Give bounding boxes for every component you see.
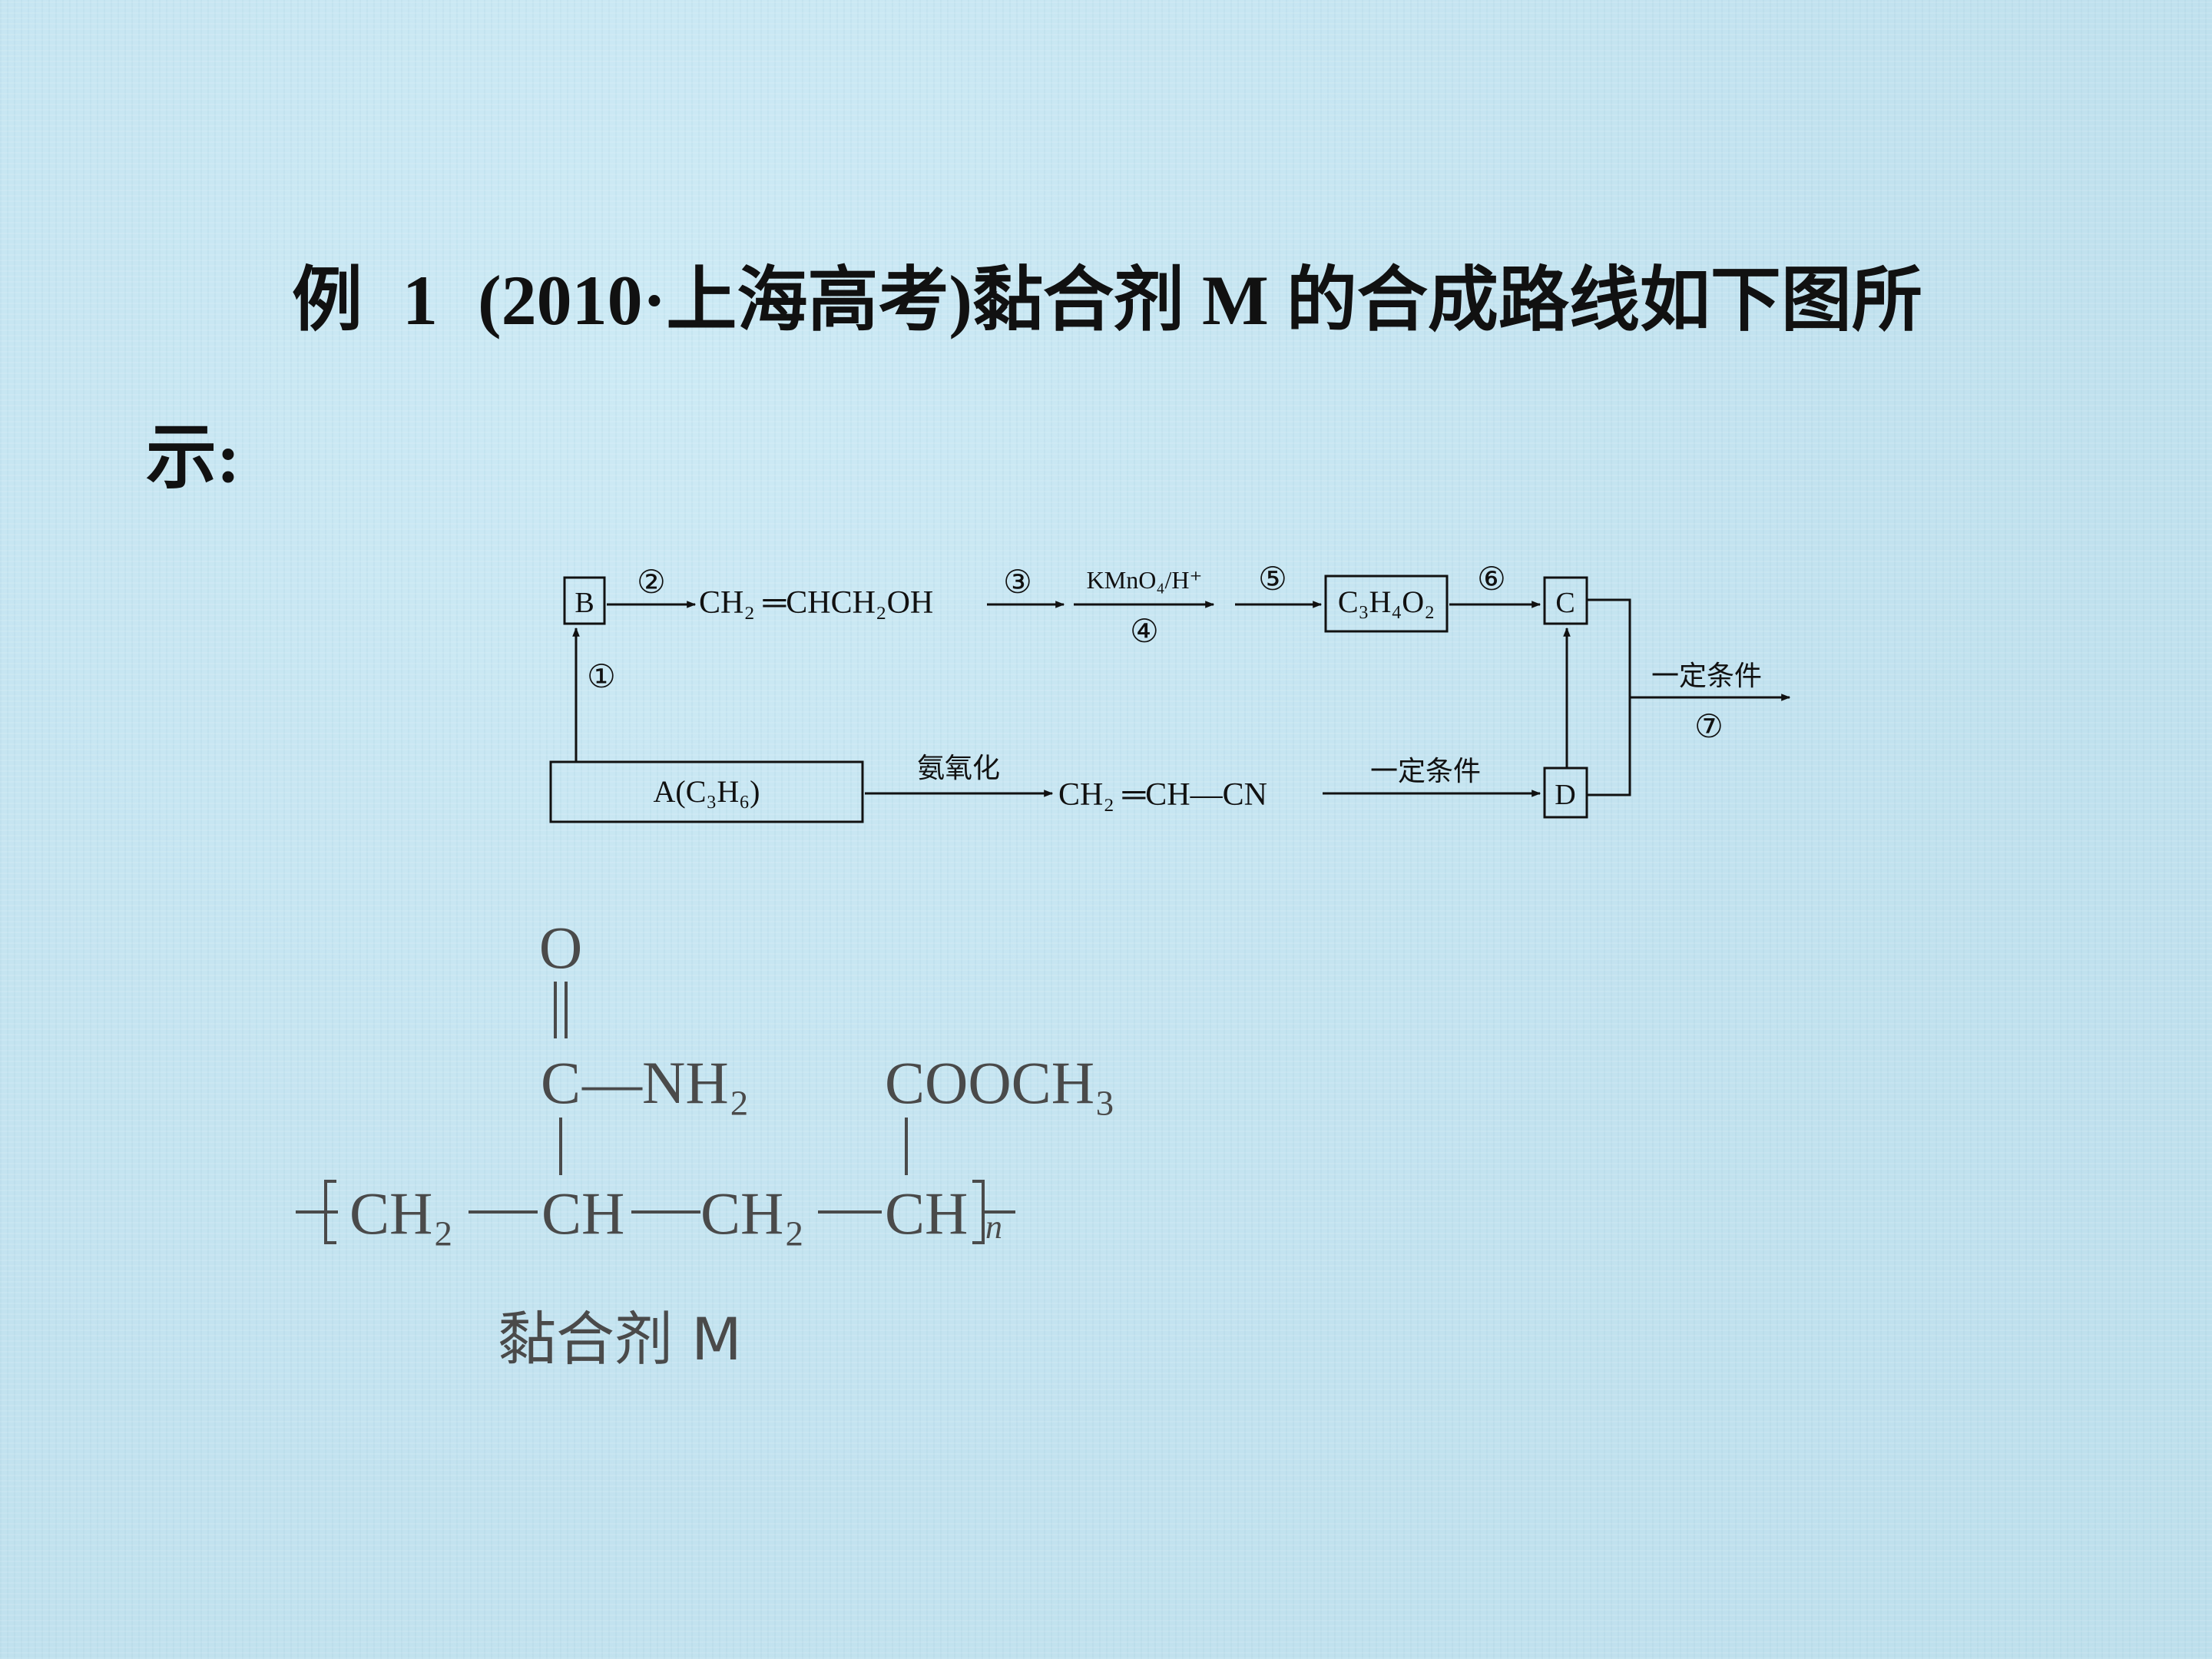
box-c3h4o2-label: C₃H₄O₂ xyxy=(1338,584,1435,619)
polymer-structure: O C —NH₂ COOCH₃ CH₂ CH CH₂ CH n 黏合剂 M xyxy=(296,914,1115,1373)
ester-group: COOCH₃ xyxy=(885,1049,1115,1116)
box-b-label: B xyxy=(575,587,594,619)
reagent-kmno4: KMnO₄/H⁺ xyxy=(1087,566,1203,594)
step-5-number: ⑤ xyxy=(1258,560,1287,598)
box-a xyxy=(549,760,864,823)
step-6-number: ⑥ xyxy=(1477,560,1506,598)
condition-final: 一定条件 xyxy=(1651,661,1762,692)
question-text-line1: 黏合剂 M 的合成路线如下图所 xyxy=(972,261,1922,339)
box-d-label: D xyxy=(1555,779,1575,811)
chain-ch-b: CH xyxy=(885,1180,968,1247)
repeat-bracket-left xyxy=(324,1180,336,1244)
question-text-line2: 示: xyxy=(146,419,240,497)
step-7-number: ⑦ xyxy=(1694,707,1724,745)
step-3-number: ③ xyxy=(1003,563,1032,601)
step-2-number: ② xyxy=(637,563,666,601)
repeat-bracket-right xyxy=(972,1180,985,1244)
repeat-n: n xyxy=(985,1208,1002,1246)
box-c-label: C xyxy=(1555,587,1575,619)
question-label: 例 xyxy=(292,261,363,339)
reaction-scheme xyxy=(549,575,1791,823)
box-c3h4o2 xyxy=(1324,575,1449,633)
merge-bracket xyxy=(1587,598,1631,796)
step-1-number: ① xyxy=(587,657,616,695)
box-a-label: A(C₃H₆) xyxy=(654,774,760,809)
chain-ch-a: CH xyxy=(541,1180,624,1247)
chain-ch2-b: CH₂ xyxy=(700,1180,805,1247)
scheme-labels: B A(C₃H₆) C₃H₄O₂ C D CH₂ ═CHCH₂OH CH₂ ═C… xyxy=(575,560,1762,813)
chain-ch2-a: CH₂ xyxy=(349,1180,454,1247)
condition-to-d: 一定条件 xyxy=(1370,756,1481,787)
acrylonitrile-formula: CH₂ ═CH—CN xyxy=(1058,777,1267,813)
reagent-ammoxidation: 氨氧化 xyxy=(917,753,1000,784)
polymer-name: 黏合剂 M xyxy=(498,1305,742,1373)
question-number: 1 xyxy=(402,261,439,339)
question-source: (2010·上海高考) xyxy=(478,261,972,339)
carbonyl-oxygen: O xyxy=(539,914,582,981)
box-b xyxy=(563,576,606,625)
allyl-alcohol-formula: CH₂ ═CHCH₂OH xyxy=(699,585,933,621)
amide-nh2: —NH₂ xyxy=(581,1049,750,1116)
step-4-number: ④ xyxy=(1130,612,1159,650)
amide-carbon: C xyxy=(541,1049,581,1116)
